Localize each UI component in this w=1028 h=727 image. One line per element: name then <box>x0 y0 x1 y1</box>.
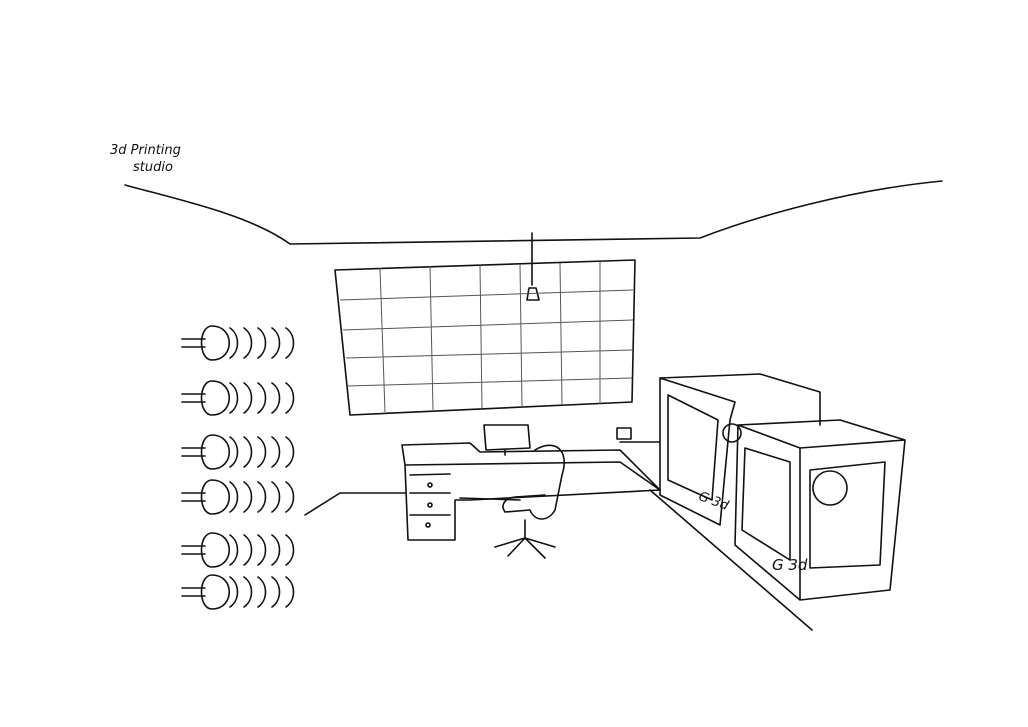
wall-socket <box>616 427 632 440</box>
office-chair <box>494 444 565 559</box>
monitor <box>483 424 531 456</box>
window-grid <box>334 259 636 416</box>
pendant-lamp <box>526 232 540 301</box>
printer-label-front: G 3d <box>772 556 808 574</box>
speaker-panel <box>181 532 295 568</box>
ceiling-line <box>124 180 943 245</box>
speaker-panel <box>181 434 295 470</box>
3d-printer-front <box>722 419 906 601</box>
speaker-panel <box>181 325 295 361</box>
speaker-panel <box>181 479 295 515</box>
acoustic-panels <box>181 325 295 610</box>
desk <box>401 442 661 541</box>
3d-printer-back <box>659 373 821 526</box>
speaker-panel <box>181 380 295 416</box>
speaker-panel <box>181 574 295 610</box>
title-line-2: studio <box>133 160 173 175</box>
title-line-1: 3d Printing <box>110 143 181 158</box>
